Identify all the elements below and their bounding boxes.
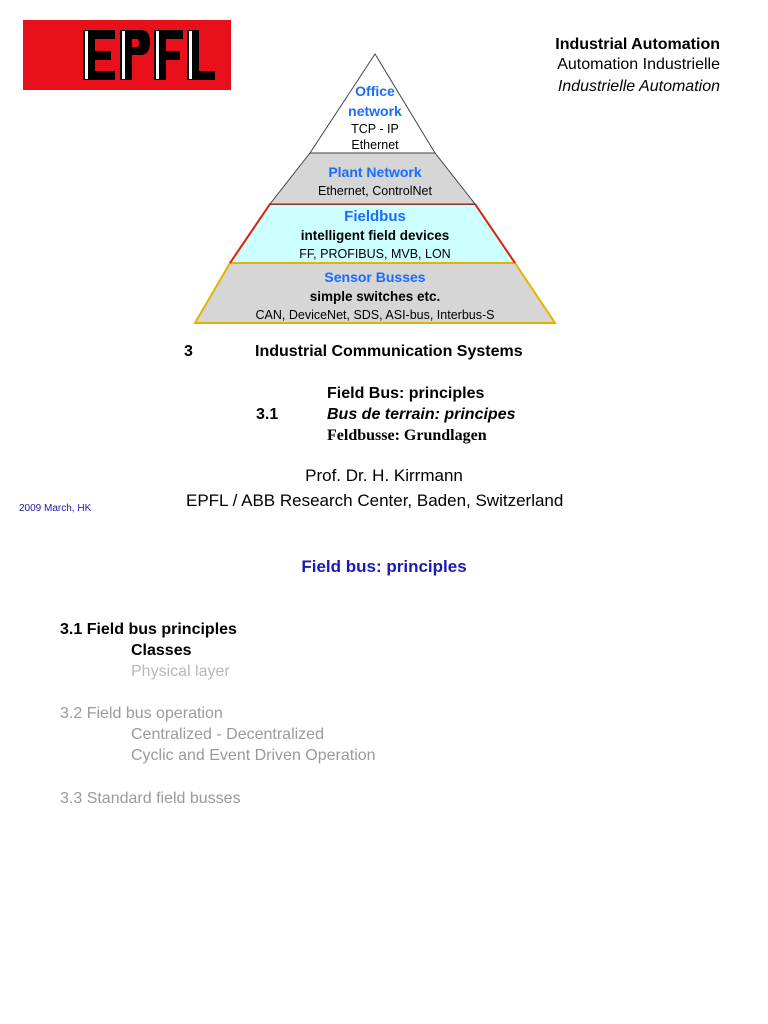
sensor-busses-title: Sensor Busses	[324, 269, 425, 285]
toc-subitem-classes: Classes	[131, 642, 192, 659]
sensor-busses-protocols: CAN, DeviceNet, SDS, ASI-bus, Interbus-S	[256, 308, 495, 322]
header-title-en: Industrial Automation	[555, 36, 720, 53]
toc-subitem-physical-layer: Physical layer	[131, 663, 230, 680]
sensor-busses-subtitle: simple switches etc.	[310, 289, 441, 304]
section-title-de: Feldbusse: Grundlagen	[327, 427, 487, 444]
plant-network-title: Plant Network	[328, 164, 422, 180]
toc-subitem-centralized: Centralized - Decentralized	[131, 726, 324, 743]
fieldbus-title: Fieldbus	[344, 208, 406, 225]
fieldbus-protocols: FF, PROFIBUS, MVB, LON	[299, 247, 450, 261]
office-protocol: TCP - IP	[351, 122, 399, 136]
toc-item-3-2: 3.2 Field bus operation	[60, 705, 223, 722]
fieldbus-subtitle: intelligent field devices	[301, 228, 450, 243]
chapter-title: Industrial Communication Systems	[255, 343, 523, 360]
toc-item-3-3: 3.3 Standard field busses	[60, 790, 241, 807]
author-name: Prof. Dr. H. Kirrmann	[305, 466, 463, 485]
office-title-line-1: Office	[355, 83, 395, 99]
network-pyramid-diagram: Office network TCP - IP Ethernet Plant N…	[193, 53, 557, 324]
office-medium: Ethernet	[351, 138, 399, 152]
chapter-number: 3	[184, 343, 193, 360]
section-number: 3.1	[256, 406, 279, 423]
author-affiliation: EPFL / ABB Research Center, Baden, Switz…	[186, 491, 564, 510]
section-title-fr: Bus de terrain: principes	[327, 406, 516, 423]
toc-subitem-cyclic: Cyclic and Event Driven Operation	[131, 747, 376, 764]
date-stamp: 2009 March, HK	[19, 503, 92, 514]
epfl-logo	[23, 20, 231, 90]
toc-item-3-1: 3.1 Field bus principles	[60, 621, 237, 638]
section-title-en: Field Bus: principles	[327, 385, 485, 402]
header-title-fr: Automation Industrielle	[557, 56, 720, 73]
pyramid-level-office-network	[309, 53, 436, 154]
plant-network-protocols: Ethernet, ControlNet	[318, 184, 432, 198]
slide-title: Field bus: principles	[301, 557, 467, 576]
header-title-de: Industrielle Automation	[557, 78, 720, 95]
office-title-line-2: network	[348, 103, 402, 119]
